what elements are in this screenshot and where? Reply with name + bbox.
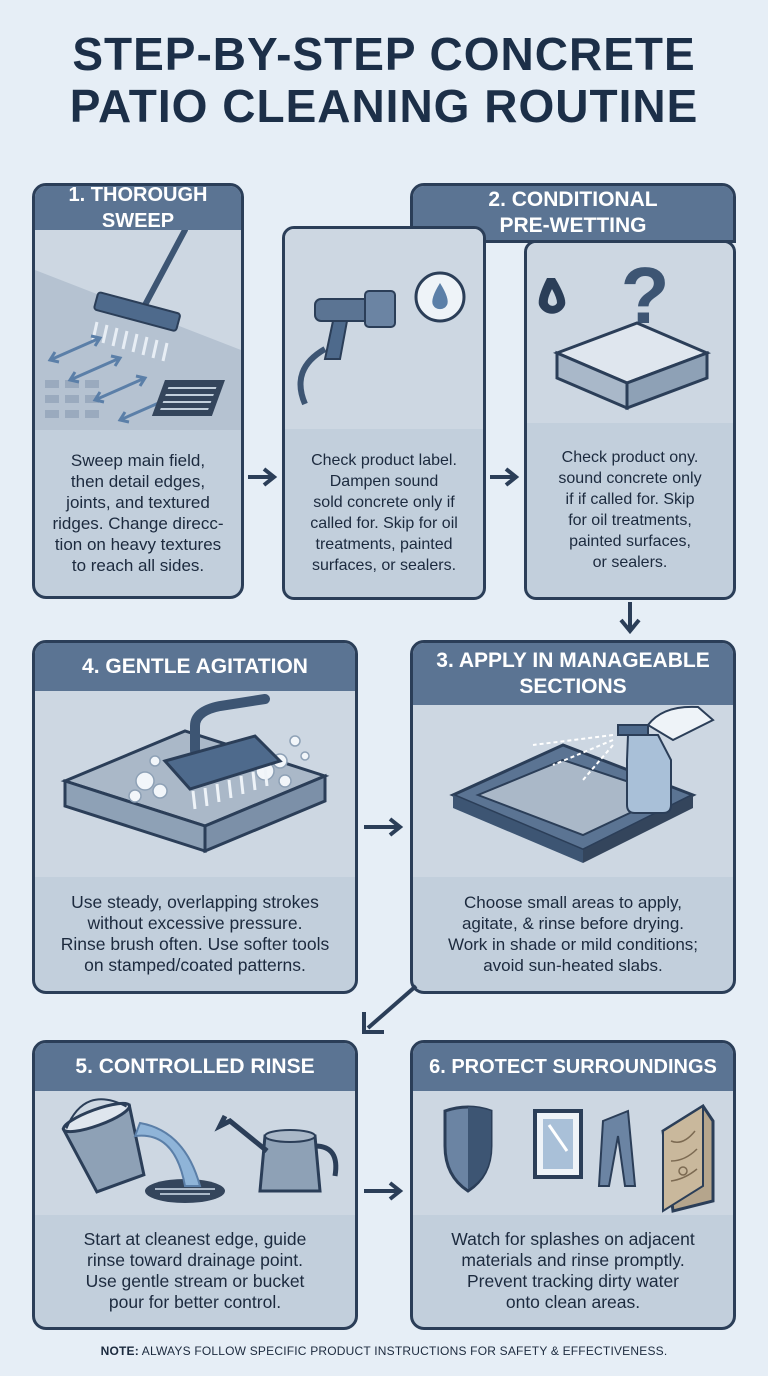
step-3-description: Choose small areas to apply, agitate, & …	[447, 893, 699, 975]
arrow-right-icon	[490, 467, 520, 487]
step-6-heading: 6. PROTECT SURROUNDINGS	[413, 1043, 733, 1091]
step-1-card: 1. THOROUGH SWEEP Sweep main field,	[32, 183, 244, 599]
step-4-heading: 4. GENTLE AGITATION	[35, 643, 355, 691]
shield-window-wood-illustration	[413, 1091, 733, 1215]
step-6-card: 6. PROTECT SURROUNDINGS Watch for splash…	[410, 1040, 736, 1330]
hose-nozzle-illustration	[285, 229, 483, 429]
step-2-left-panel: Check product label. Dampen sound sold c…	[282, 226, 486, 600]
note-text: ALWAYS FOLLOW SPECIFIC PRODUCT INSTRUCTI…	[138, 1344, 668, 1358]
note-label: NOTE:	[100, 1344, 139, 1358]
step-1-heading: 1. THOROUGH SWEEP	[35, 186, 241, 232]
broom-sweep-illustration	[35, 230, 241, 430]
step-2-left-description: Check product label. Dampen sound sold c…	[310, 452, 458, 574]
step-5-description: Start at cleanest edge, guide rinse towa…	[83, 1229, 307, 1312]
step-1-description: Sweep main field, then detail edges, joi…	[52, 451, 224, 575]
arrow-down-icon	[619, 602, 641, 635]
title-line-1: STEP-BY-STEP CONCRETE	[72, 28, 696, 80]
page-title: STEP-BY-STEP CONCRETE PATIO CLEANING ROU…	[0, 28, 768, 132]
spray-section-illustration	[413, 705, 733, 877]
bucket-watering-can-illustration	[35, 1091, 355, 1215]
step-4-card: 4. GENTLE AGITATION Use steady, overlapp…	[32, 640, 358, 994]
arrow-right-icon	[248, 467, 278, 487]
step-4-description: Use steady, overlapping strokes without …	[60, 892, 330, 975]
step-5-heading: 5. CONTROLLED RINSE	[35, 1043, 355, 1091]
step-6-description: Watch for splashes on adjacent materials…	[451, 1229, 695, 1312]
step-3-card: 3. APPLY IN MANAGEABLE SECTIONS Choose s…	[410, 640, 736, 994]
title-line-2: PATIO CLEANING ROUTINE	[69, 80, 699, 132]
arrow-right-icon	[364, 1181, 404, 1201]
step-2-right-description: Check product ony. sound concrete only i…	[558, 449, 702, 571]
arrow-right-icon	[364, 817, 404, 837]
step-2-right-panel: ? Check product ony. sound concrete only…	[524, 240, 736, 600]
slab-question-illustration: ?	[527, 243, 733, 423]
scrub-brush-illustration	[35, 691, 355, 877]
step-3-heading: 3. APPLY IN MANAGEABLE SECTIONS	[413, 643, 733, 705]
arrow-down-left-icon	[362, 984, 418, 1034]
step-5-card: 5. CONTROLLED RINSE Start at cleanest ed…	[32, 1040, 358, 1330]
footer-note: NOTE: ALWAYS FOLLOW SPECIFIC PRODUCT INS…	[0, 1344, 768, 1358]
